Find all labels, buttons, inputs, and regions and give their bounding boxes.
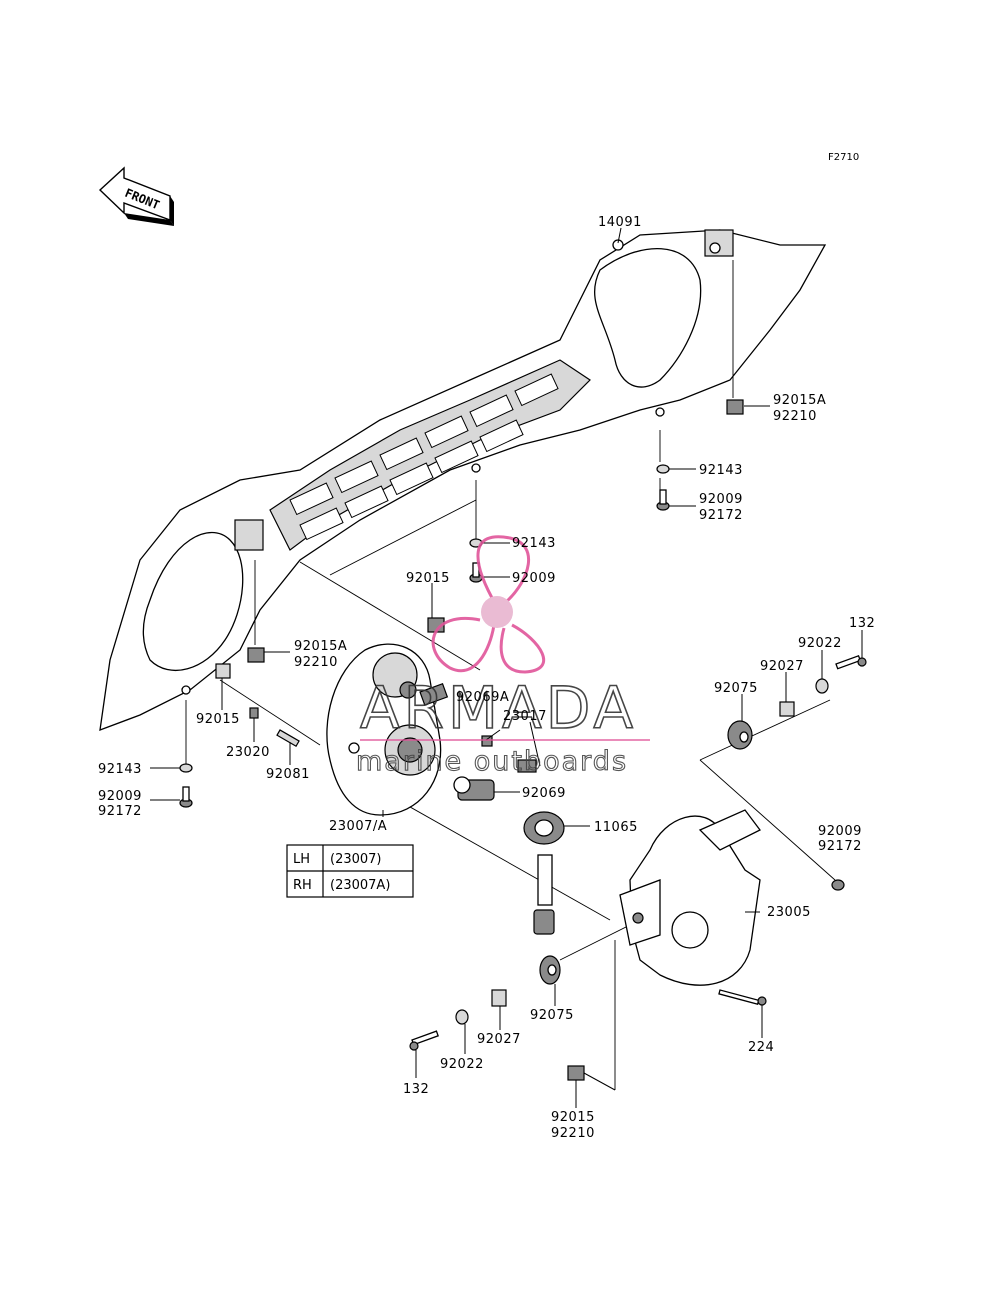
- side-table: LH (23007) RH (23007A): [286, 844, 414, 898]
- part-label: 92172: [818, 839, 862, 854]
- bulb-socket-92069: [453, 776, 495, 801]
- nut-92015-left: [215, 663, 231, 679]
- part-label: 92210: [551, 1126, 595, 1141]
- table-part-cell: (23007): [330, 852, 382, 867]
- part-label: 92069: [522, 786, 566, 801]
- nut-92015-bottom: [567, 1065, 585, 1081]
- watermark-brand: ARMADA: [360, 674, 637, 742]
- table-part-cell: (23007A): [330, 878, 390, 893]
- part-label: 23007/A: [329, 819, 387, 834]
- bulb-11065: [523, 811, 565, 935]
- watermark-logo: ARMADA marine outboards: [355, 535, 650, 778]
- leader-lines: [150, 227, 863, 1108]
- collar-92027-right: [779, 701, 795, 717]
- table-side-cell: LH: [293, 852, 310, 867]
- part-label: 92015A: [294, 639, 347, 654]
- part-label: 92009: [512, 571, 556, 586]
- propeller-icon: [431, 535, 546, 674]
- watermark-tagline: marine outboards: [356, 746, 628, 777]
- headlight-cover: [99, 229, 827, 731]
- spring-92081: [276, 729, 300, 748]
- part-label: 92172: [98, 804, 142, 819]
- part-label: 92009: [699, 492, 743, 507]
- bolt-132-bottom: [409, 1030, 439, 1051]
- headlight-unit: [326, 643, 537, 816]
- screw-92009-right: [656, 489, 670, 511]
- part-label: 92009: [818, 824, 862, 839]
- front-arrow-icon: FRONT: [98, 166, 174, 226]
- screw-92009-right-lower: [831, 879, 845, 891]
- part-label: 92015A: [773, 393, 826, 408]
- washer-92022-bottom: [455, 1009, 469, 1025]
- part-label: 92143: [699, 463, 743, 478]
- part-label: 92022: [798, 636, 842, 651]
- part-label: 92143: [98, 762, 142, 777]
- headlight-bracket: [619, 809, 761, 986]
- adjuster-23020: [249, 707, 259, 719]
- bolt-224: [718, 989, 767, 1006]
- part-label: 14091: [598, 215, 642, 230]
- assembly-lines: [185, 260, 836, 1090]
- part-label: 23017: [503, 709, 547, 724]
- part-label: 92210: [294, 655, 338, 670]
- part-label: 11065: [594, 820, 638, 835]
- collar-92027-bottom: [491, 989, 507, 1007]
- part-label: 92015: [406, 571, 450, 586]
- part-label: 92143: [512, 536, 556, 551]
- screw-92009-left: [179, 786, 193, 808]
- part-label: 23005: [767, 905, 811, 920]
- part-label: 92075: [714, 681, 758, 696]
- part-label: 92027: [477, 1032, 521, 1047]
- part-label: 92027: [760, 659, 804, 674]
- part-label: 92009: [98, 789, 142, 804]
- washer-92143-right: [656, 464, 670, 474]
- part-label: 92075: [530, 1008, 574, 1023]
- part-label: 132: [849, 616, 875, 631]
- table-side-cell: RH: [293, 878, 312, 893]
- part-label: 224: [748, 1040, 774, 1055]
- part-label: 92022: [440, 1057, 484, 1072]
- grommet-92075-bottom: [539, 955, 561, 985]
- nut-92015A-right: [726, 399, 744, 415]
- part-label: 92210: [773, 409, 817, 424]
- part-label: 132: [403, 1082, 429, 1097]
- part-label: 92015: [551, 1110, 595, 1125]
- part-label: 23020: [226, 745, 270, 760]
- grommet-92075-right: [727, 720, 753, 750]
- washer-92022-right: [815, 678, 829, 694]
- part-label: 92172: [699, 508, 743, 523]
- part-label: 92069A: [456, 690, 509, 705]
- part-labels: 14091 92015A 92210 92143 92009 92172 921…: [98, 215, 875, 1141]
- part-label: 92081: [266, 767, 310, 782]
- nut-92015A-left: [247, 647, 265, 663]
- washer-92143-left: [179, 763, 193, 773]
- bolt-132-right: [835, 654, 867, 670]
- part-label: 92015: [196, 712, 240, 727]
- figure-code: F2710: [828, 152, 859, 163]
